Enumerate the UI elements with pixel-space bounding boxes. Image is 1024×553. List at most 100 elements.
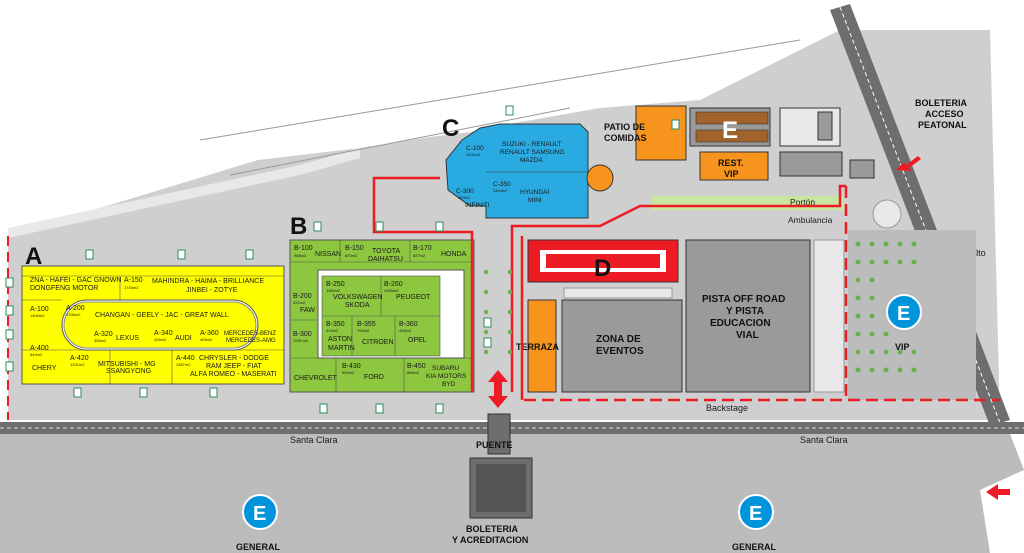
stand-c300: C-300 — [456, 188, 474, 195]
area-a340: 404m2 — [154, 337, 167, 342]
label-nissan: NISSAN — [315, 251, 341, 258]
area-a420: 1201m2 — [70, 362, 85, 367]
boleteria-bottom-1: BOLETERIA — [466, 524, 519, 534]
walkway-trees — [483, 241, 917, 373]
pista-label-2: Y PISTA — [726, 306, 764, 317]
label-byd: BYD — [442, 381, 456, 388]
label-martin: MARTIN — [328, 345, 355, 352]
food-court — [635, 105, 687, 161]
label-ssangyong: SSANGYONG — [106, 368, 151, 375]
terraza — [527, 299, 557, 393]
stand-b355: B-355 — [357, 321, 376, 328]
area-b355: 700m2 — [357, 328, 370, 333]
area-b360: 426m2 — [399, 328, 412, 333]
zone-e-letter: E — [722, 117, 738, 144]
area-b260: 1000m2 — [384, 288, 399, 293]
ambulancia-label: Ambulancia — [788, 215, 833, 225]
stand-a150: A-150 — [124, 277, 143, 284]
ambulance-lane — [652, 196, 844, 210]
emergency-exit-icons — [5, 105, 680, 414]
stand-a400: A-400 — [30, 345, 49, 352]
stand-b350: B-350 — [326, 321, 345, 328]
stand-a440: A-440 — [176, 355, 195, 362]
rest-label: REST. — [718, 158, 744, 168]
stand-b300: B-300 — [293, 331, 312, 338]
boleteria-top-3: PEATONAL — [918, 120, 967, 130]
upper-road-strip — [8, 148, 360, 238]
main-entrance-arrow — [488, 370, 508, 408]
zone-c-letter: C — [442, 115, 459, 142]
area-b450: 858m2 — [407, 370, 420, 375]
side-entrance-arrow — [986, 484, 1010, 500]
label-subaru: SUBARU — [432, 365, 459, 372]
boleteria-top-1: BOLETERIA — [915, 98, 968, 108]
label-mazda: MAZDA — [520, 157, 543, 164]
label-ram: RAM JEEP - FIAT — [206, 363, 262, 370]
area-c300: 383m2 — [458, 195, 471, 200]
area-b300: 1106 m2 — [293, 338, 309, 343]
general-parking-symbol-right: E — [749, 503, 762, 525]
boleteria-bottom-2: Y ACREDITACION — [452, 535, 528, 545]
zona-eventos — [561, 299, 683, 393]
general-parking-symbol-left: E — [253, 503, 266, 525]
terraza-label: TERRAZA — [516, 342, 559, 352]
area-b430: 963m2 — [342, 370, 355, 375]
area-a200: 2336m2 — [66, 312, 81, 317]
area-b350: 410m2 — [326, 328, 339, 333]
stand-b450: B-450 — [407, 363, 426, 370]
pista-off-road — [685, 239, 811, 393]
zone-b-letter: B — [290, 213, 307, 240]
area-a150: 1744m2 — [124, 285, 139, 290]
area-a400: 540m2 — [30, 352, 43, 357]
vip-restaurant — [699, 151, 769, 181]
label-toyota: TOYOTA — [372, 248, 400, 255]
area-b170: 827m2 — [413, 253, 426, 258]
label-mercedes: MERCEDES-BENZ — [224, 331, 276, 337]
area-a440: 1387m2 — [176, 362, 191, 367]
label-zna: ZNA - HAFEI - GAC GNOWN — [30, 277, 121, 284]
general-parking-icon-left — [242, 494, 278, 530]
label-suzuki: SUZUKI - RENAULT — [502, 141, 561, 148]
stand-b170: B-170 — [413, 245, 432, 252]
area-a320: 355m2 — [94, 338, 107, 343]
general-label-left: GENERAL — [236, 542, 281, 552]
stand-a420: A-420 — [70, 355, 89, 362]
label-volkswagen: VOLKSWAGEN — [333, 294, 383, 301]
label-citroen: CITROEN — [362, 339, 394, 346]
label-mini: MINI — [528, 197, 542, 204]
label-mercedes-amg: MERCEDES-AMG — [226, 338, 276, 344]
label-hyundai: HYUNDAI — [520, 189, 549, 196]
vip-label: VIP — [895, 342, 910, 352]
entrance-arrow-top — [896, 156, 921, 171]
label-dongfeng: DONGFENG MOTOR — [30, 285, 98, 292]
area-b150: 870m2 — [345, 253, 358, 258]
food-court-label-1: PATIO DE — [604, 122, 645, 132]
label-chevrolet: CHEVROLET — [294, 375, 338, 382]
area-b200: 421m2 — [293, 300, 306, 305]
stand-a100: A-100 — [30, 306, 49, 313]
stand-b430: B-430 — [342, 363, 361, 370]
stand-c100: C-100 — [466, 145, 484, 152]
zona-label-1: ZONA DE — [596, 334, 641, 345]
label-peugeot: PEUGEOT — [396, 294, 431, 301]
general-parking-icon-right — [738, 494, 774, 530]
label-chery: CHERY — [32, 365, 57, 372]
stand-a340: A-340 — [154, 330, 173, 337]
puente-label: PUENTE — [476, 440, 513, 450]
food-court-label-2: COMIDAS — [604, 133, 647, 143]
label-alfa: ALFA ROMEO - MASERATI — [190, 371, 277, 378]
stand-c350: C-350 — [493, 181, 511, 188]
boleteria-top-2: ACCESO — [925, 109, 964, 119]
area-c350: 1424m2 — [493, 188, 508, 193]
area-a360: 405m2 — [200, 337, 213, 342]
label-opel: OPEL — [408, 337, 427, 344]
rest-vip-label: VIP — [724, 169, 739, 179]
stand-b200: B-200 — [293, 293, 312, 300]
label-honda: HONDA — [441, 251, 467, 258]
hall-c — [445, 123, 589, 219]
santa-clara-left: Santa Clara — [290, 435, 338, 445]
label-faw: FAW — [300, 307, 315, 314]
label-lexus: LEXUS — [116, 335, 139, 342]
stand-a200: A-200 — [66, 305, 85, 312]
